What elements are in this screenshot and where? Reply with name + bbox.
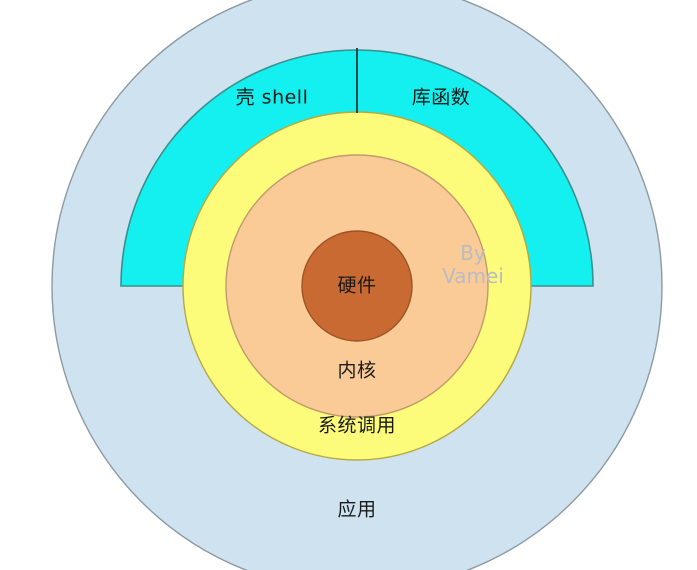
- layer-hardware-shape: [301, 230, 413, 342]
